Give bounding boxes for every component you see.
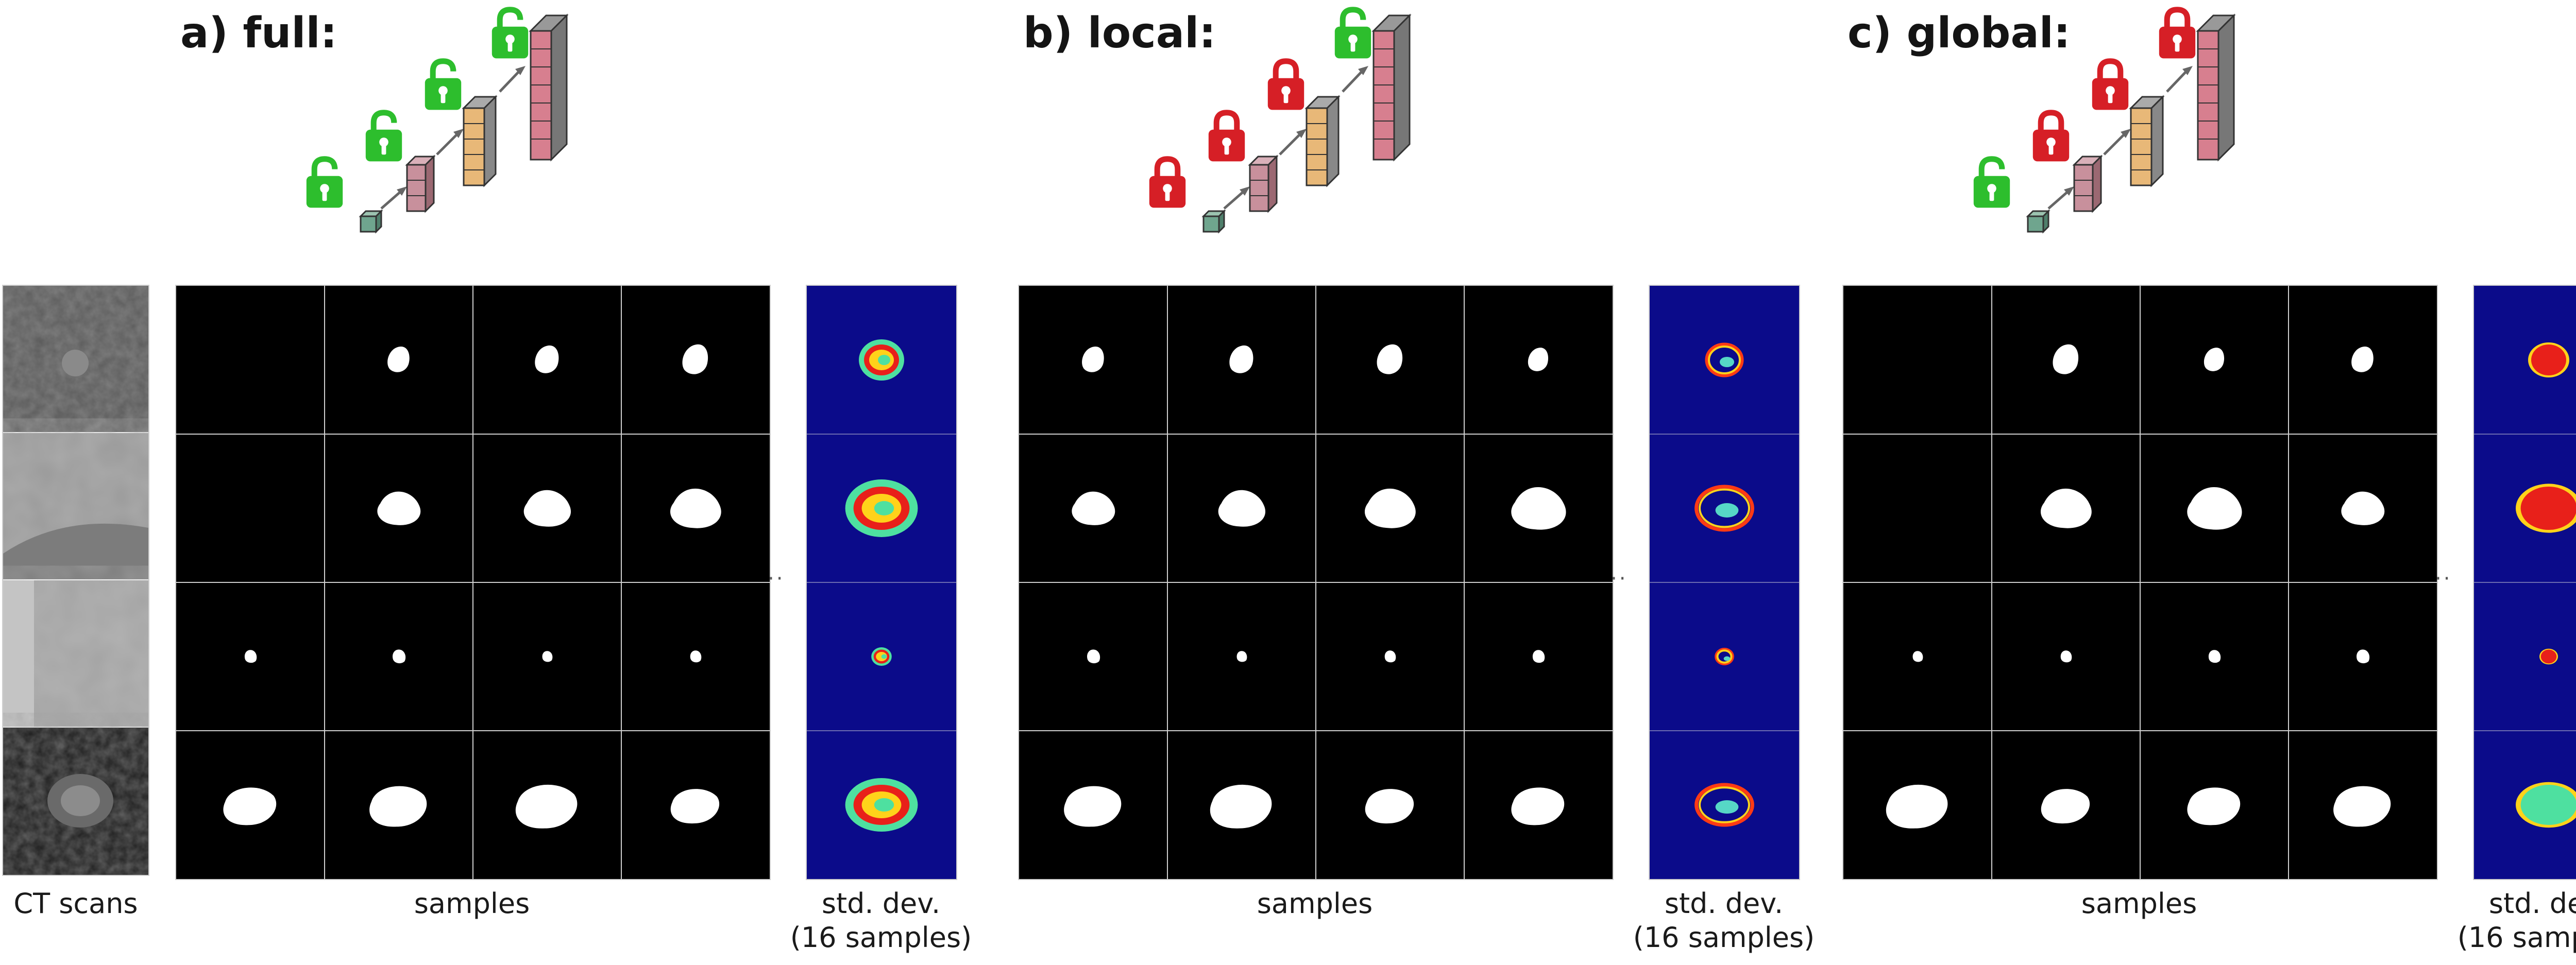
feature-map-stack-icon: [355, 0, 582, 242]
samples-grid: [1018, 285, 1614, 880]
panel-title: a) full:: [180, 9, 337, 58]
std-dev-column: [1649, 285, 1800, 880]
samples-caption: samples: [1257, 887, 1373, 920]
open-padlock-icon: [363, 108, 404, 165]
ellipsis-icon: ··: [1611, 567, 1628, 591]
panel-title: c) global:: [1848, 9, 2071, 58]
std-dev-caption-line-2: (16 samples): [2457, 921, 2576, 954]
std-dev-caption: std. dev.(16 samples): [1611, 887, 1837, 955]
std-dev-column: [2473, 285, 2576, 880]
ct-scans-caption: CT scans: [13, 887, 138, 920]
panel-title: b) local:: [1023, 9, 1216, 58]
closed-padlock-icon: [1265, 57, 1307, 113]
std-dev-caption-line-1: std. dev.: [2488, 887, 2576, 920]
std-dev-column: [806, 285, 957, 880]
std-dev-caption-line-1: std. dev.: [1664, 887, 1784, 920]
open-padlock-icon: [304, 154, 345, 211]
feature-map-stack-icon: [1198, 0, 1425, 242]
samples-grid: [1842, 285, 2438, 880]
feature-map-stack-icon: [2023, 0, 2249, 242]
ct-scan-1: [3, 286, 148, 432]
samples-grid: [175, 285, 771, 880]
ct-scan-3: [3, 580, 148, 727]
samples-caption: samples: [2081, 887, 2197, 920]
open-padlock-icon: [489, 5, 531, 62]
ct-scan-2: [3, 433, 148, 579]
closed-padlock-icon: [1147, 154, 1188, 211]
std-dev-caption-line-2: (16 samples): [1633, 921, 1815, 954]
ct-scan-4: [3, 728, 148, 875]
closed-padlock-icon: [1206, 108, 1247, 165]
ct-scan-column: [2, 285, 149, 876]
closed-padlock-icon: [2157, 5, 2198, 62]
std-dev-caption-line-1: std. dev.: [821, 887, 941, 920]
std-dev-caption: std. dev.(16 samples): [768, 887, 994, 955]
open-padlock-icon: [1971, 154, 2012, 211]
ellipsis-icon: ··: [768, 567, 785, 591]
open-padlock-icon: [422, 57, 464, 113]
std-dev-caption-line-2: (16 samples): [790, 921, 972, 954]
open-padlock-icon: [1332, 5, 1374, 62]
closed-padlock-icon: [2090, 57, 2131, 113]
std-dev-caption: std. dev.(16 samples): [2435, 887, 2576, 955]
samples-caption: samples: [414, 887, 530, 920]
closed-padlock-icon: [2030, 108, 2072, 165]
ellipsis-icon: ··: [2435, 567, 2452, 591]
